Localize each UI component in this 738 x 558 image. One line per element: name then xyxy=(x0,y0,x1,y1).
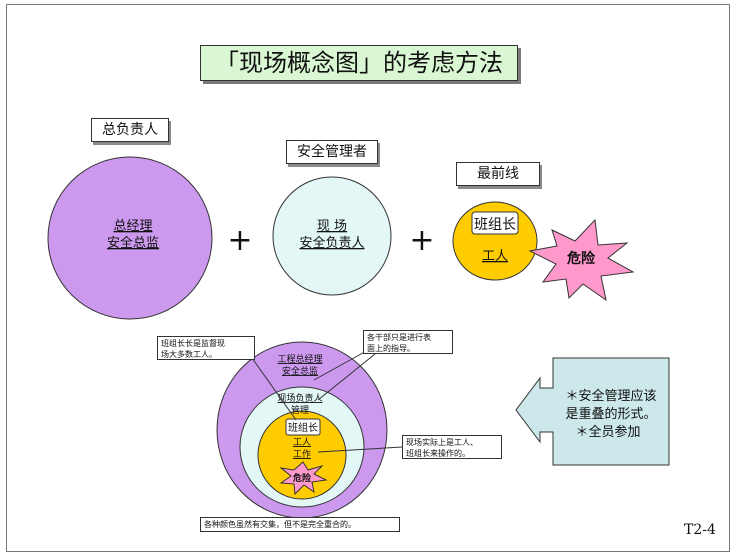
note-workers-operate: 现场实际上是工人、 班组长来操作的。 xyxy=(402,435,502,459)
slide-frame xyxy=(6,4,730,552)
leader-line-note1 xyxy=(251,357,297,421)
nested-label-worker: 工人 xyxy=(293,437,311,448)
nested-label-work: 工作 xyxy=(293,448,311,460)
danger-star xyxy=(528,218,635,302)
nested-label-team-leader: 班组长 xyxy=(288,421,318,434)
note-overlap-summary: 各种颜色虽然有交集，但不是完全重合的。 xyxy=(200,517,400,532)
leader-line-note2a xyxy=(313,348,371,381)
leader-line-note2b xyxy=(317,353,376,401)
note1-line1: 班组长长是监督现 xyxy=(161,339,225,348)
circle-site xyxy=(272,176,392,296)
note-team-leader-supervises: 班组长长是监督现 场大多数工人。 xyxy=(157,336,255,360)
nested-label-danger: 危险 xyxy=(292,472,312,484)
circle-management xyxy=(47,156,213,320)
leader-line-note3 xyxy=(317,446,403,453)
nested-inner-circle xyxy=(257,410,347,500)
note2-line1: 各干部只是进行表 xyxy=(367,333,431,342)
label-general-manager: 总经理 xyxy=(113,219,152,234)
nested-label-site-lead: 现场负责人 xyxy=(277,392,322,404)
note3-line2: 班组长来操作的。 xyxy=(406,449,470,458)
tag-front-line: 最前线 xyxy=(456,162,540,186)
label-danger: 危险 xyxy=(566,250,596,267)
label-safety-director: 安全总监 xyxy=(107,235,159,251)
note3-line1: 现场实际上是工人、 xyxy=(406,438,478,447)
nested-danger-star xyxy=(279,461,328,496)
nested-label-safety-director: 安全总监 xyxy=(282,365,318,377)
label-site-safety-lead: 安全负责人 xyxy=(299,235,364,251)
plus-sign-2: + xyxy=(409,223,434,258)
note2-line2: 面上的指导。 xyxy=(367,344,415,353)
note-cadres-guidance: 各干部只是进行表 面上的指导。 xyxy=(363,330,453,354)
callout-arrow xyxy=(515,357,670,466)
callout-line-1: ＊安全管理应该 xyxy=(565,388,656,404)
label-worker: 工人 xyxy=(482,249,508,264)
tag-safety-manager: 安全管理者 xyxy=(286,140,378,164)
callout-line-2: 是重叠的形式。 xyxy=(565,406,656,422)
nested-label-gm: 工程总经理 xyxy=(277,353,322,365)
label-site: 现 场 xyxy=(317,219,347,234)
leader-box xyxy=(471,211,519,235)
label-team-leader: 班组长 xyxy=(474,217,516,233)
page-title: 「现场概念图」的考虑方法 xyxy=(200,45,518,81)
plus-sign-1: + xyxy=(227,223,252,258)
callout-line-3: ＊全员参加 xyxy=(575,424,640,440)
page-number: T2-4 xyxy=(684,522,716,538)
nested-leader-box xyxy=(285,418,321,436)
tag-total-responsible: 总负责人 xyxy=(91,118,169,142)
note1-line2: 场大多数工人。 xyxy=(161,350,217,359)
nested-label-management: 管理 xyxy=(291,404,309,416)
